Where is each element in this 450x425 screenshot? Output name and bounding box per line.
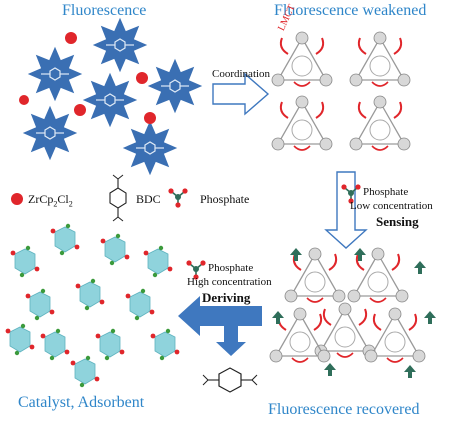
phosphate-high-label: Phosphate bbox=[208, 262, 254, 274]
mof-cluster-icon bbox=[40, 328, 70, 361]
coordination-arrow bbox=[212, 72, 270, 116]
mof-cluster-icon bbox=[75, 278, 105, 311]
mof-cluster-icon bbox=[5, 323, 35, 356]
fluorescent-ligand-star-icon bbox=[123, 121, 177, 175]
deriving-label: Deriving bbox=[202, 290, 251, 305]
mof-cluster-icon bbox=[50, 223, 80, 256]
zr-sphere-icon bbox=[136, 72, 148, 84]
phosphate-molecule-icon bbox=[424, 311, 436, 324]
fluorescent-ligand-star-icon bbox=[23, 106, 77, 160]
phosphate-molecule-icon bbox=[272, 311, 284, 324]
sensing-label: Sensing bbox=[376, 214, 419, 229]
phosphate-molecule-icon bbox=[324, 363, 336, 376]
bdc-legend-label: BDC bbox=[136, 192, 161, 206]
phosphate-low-label: Phosphate bbox=[363, 186, 409, 198]
mof-cluster-icon bbox=[349, 31, 411, 87]
zr-sphere-icon bbox=[65, 32, 77, 44]
block-arrow-icon bbox=[178, 296, 262, 336]
title-fluorescence: Fluorescence bbox=[62, 2, 147, 19]
sensing-arrow bbox=[324, 171, 368, 249]
mof-cluster-icon bbox=[95, 328, 125, 361]
phosphate-molecule-icon bbox=[290, 248, 302, 261]
title-catalyst-adsorbent: Catalyst, Adsorbent bbox=[18, 394, 145, 411]
mof-cluster-icon bbox=[125, 288, 155, 321]
mof-cluster-icon bbox=[271, 31, 333, 87]
title-fluorescence-weakened: Fluorescence weakened bbox=[274, 2, 427, 19]
mof-cluster-icon bbox=[100, 233, 130, 266]
fluorescent-ligand-star-icon bbox=[28, 47, 82, 101]
phosphate-molecule-icon bbox=[354, 248, 366, 261]
title-fluorescence-recovered: Fluorescence recovered bbox=[268, 401, 420, 418]
mof-cluster-icon bbox=[25, 288, 55, 321]
mof-cluster-icon bbox=[150, 328, 180, 361]
fluorescent-ligand-star-icon bbox=[93, 18, 147, 72]
legend-icons bbox=[11, 174, 189, 222]
bdc-molecule-icon bbox=[202, 367, 258, 393]
zr-sphere-icon bbox=[19, 95, 29, 105]
block-arrow-icon bbox=[212, 72, 270, 116]
mof-cluster-icon bbox=[271, 95, 333, 151]
high-concentration-label: High concentration bbox=[187, 276, 272, 288]
bdc-molecule-icon bbox=[109, 174, 127, 222]
catalyst-material bbox=[5, 223, 180, 388]
mof-cluster-icon bbox=[349, 95, 411, 151]
mof-cluster-icon bbox=[10, 245, 40, 278]
mof-cluster-icon bbox=[347, 247, 409, 303]
mof-cluster-icon bbox=[70, 355, 100, 388]
phosphate-legend-label: Phosphate bbox=[200, 192, 250, 206]
ligand-field bbox=[19, 18, 202, 175]
zr-legend-label: ZrCp2Cl2 bbox=[28, 192, 73, 209]
coordination-label: Coordination bbox=[212, 68, 271, 80]
phosphate-molecule-icon bbox=[404, 365, 416, 378]
mof-cluster-icon bbox=[314, 302, 376, 358]
zr-sphere-icon bbox=[74, 104, 86, 116]
mof-cluster-icon bbox=[364, 307, 426, 363]
mof-recovered bbox=[269, 247, 436, 378]
deriving-arrow bbox=[178, 296, 262, 356]
mof-cluster-icon bbox=[143, 245, 173, 278]
fluorescent-ligand-star-icon bbox=[83, 73, 137, 127]
phosphate-molecule-icon bbox=[167, 187, 189, 209]
phosphate-molecule-icon bbox=[414, 261, 426, 274]
zr-sphere-icon bbox=[11, 193, 23, 205]
block-arrow-icon bbox=[216, 326, 246, 356]
low-concentration-label: Low concentration bbox=[350, 200, 433, 212]
mof-weakened bbox=[271, 31, 411, 151]
zr-sphere-icon bbox=[144, 112, 156, 124]
block-arrow-icon bbox=[324, 171, 368, 249]
fluorescent-ligand-star-icon bbox=[148, 59, 202, 113]
